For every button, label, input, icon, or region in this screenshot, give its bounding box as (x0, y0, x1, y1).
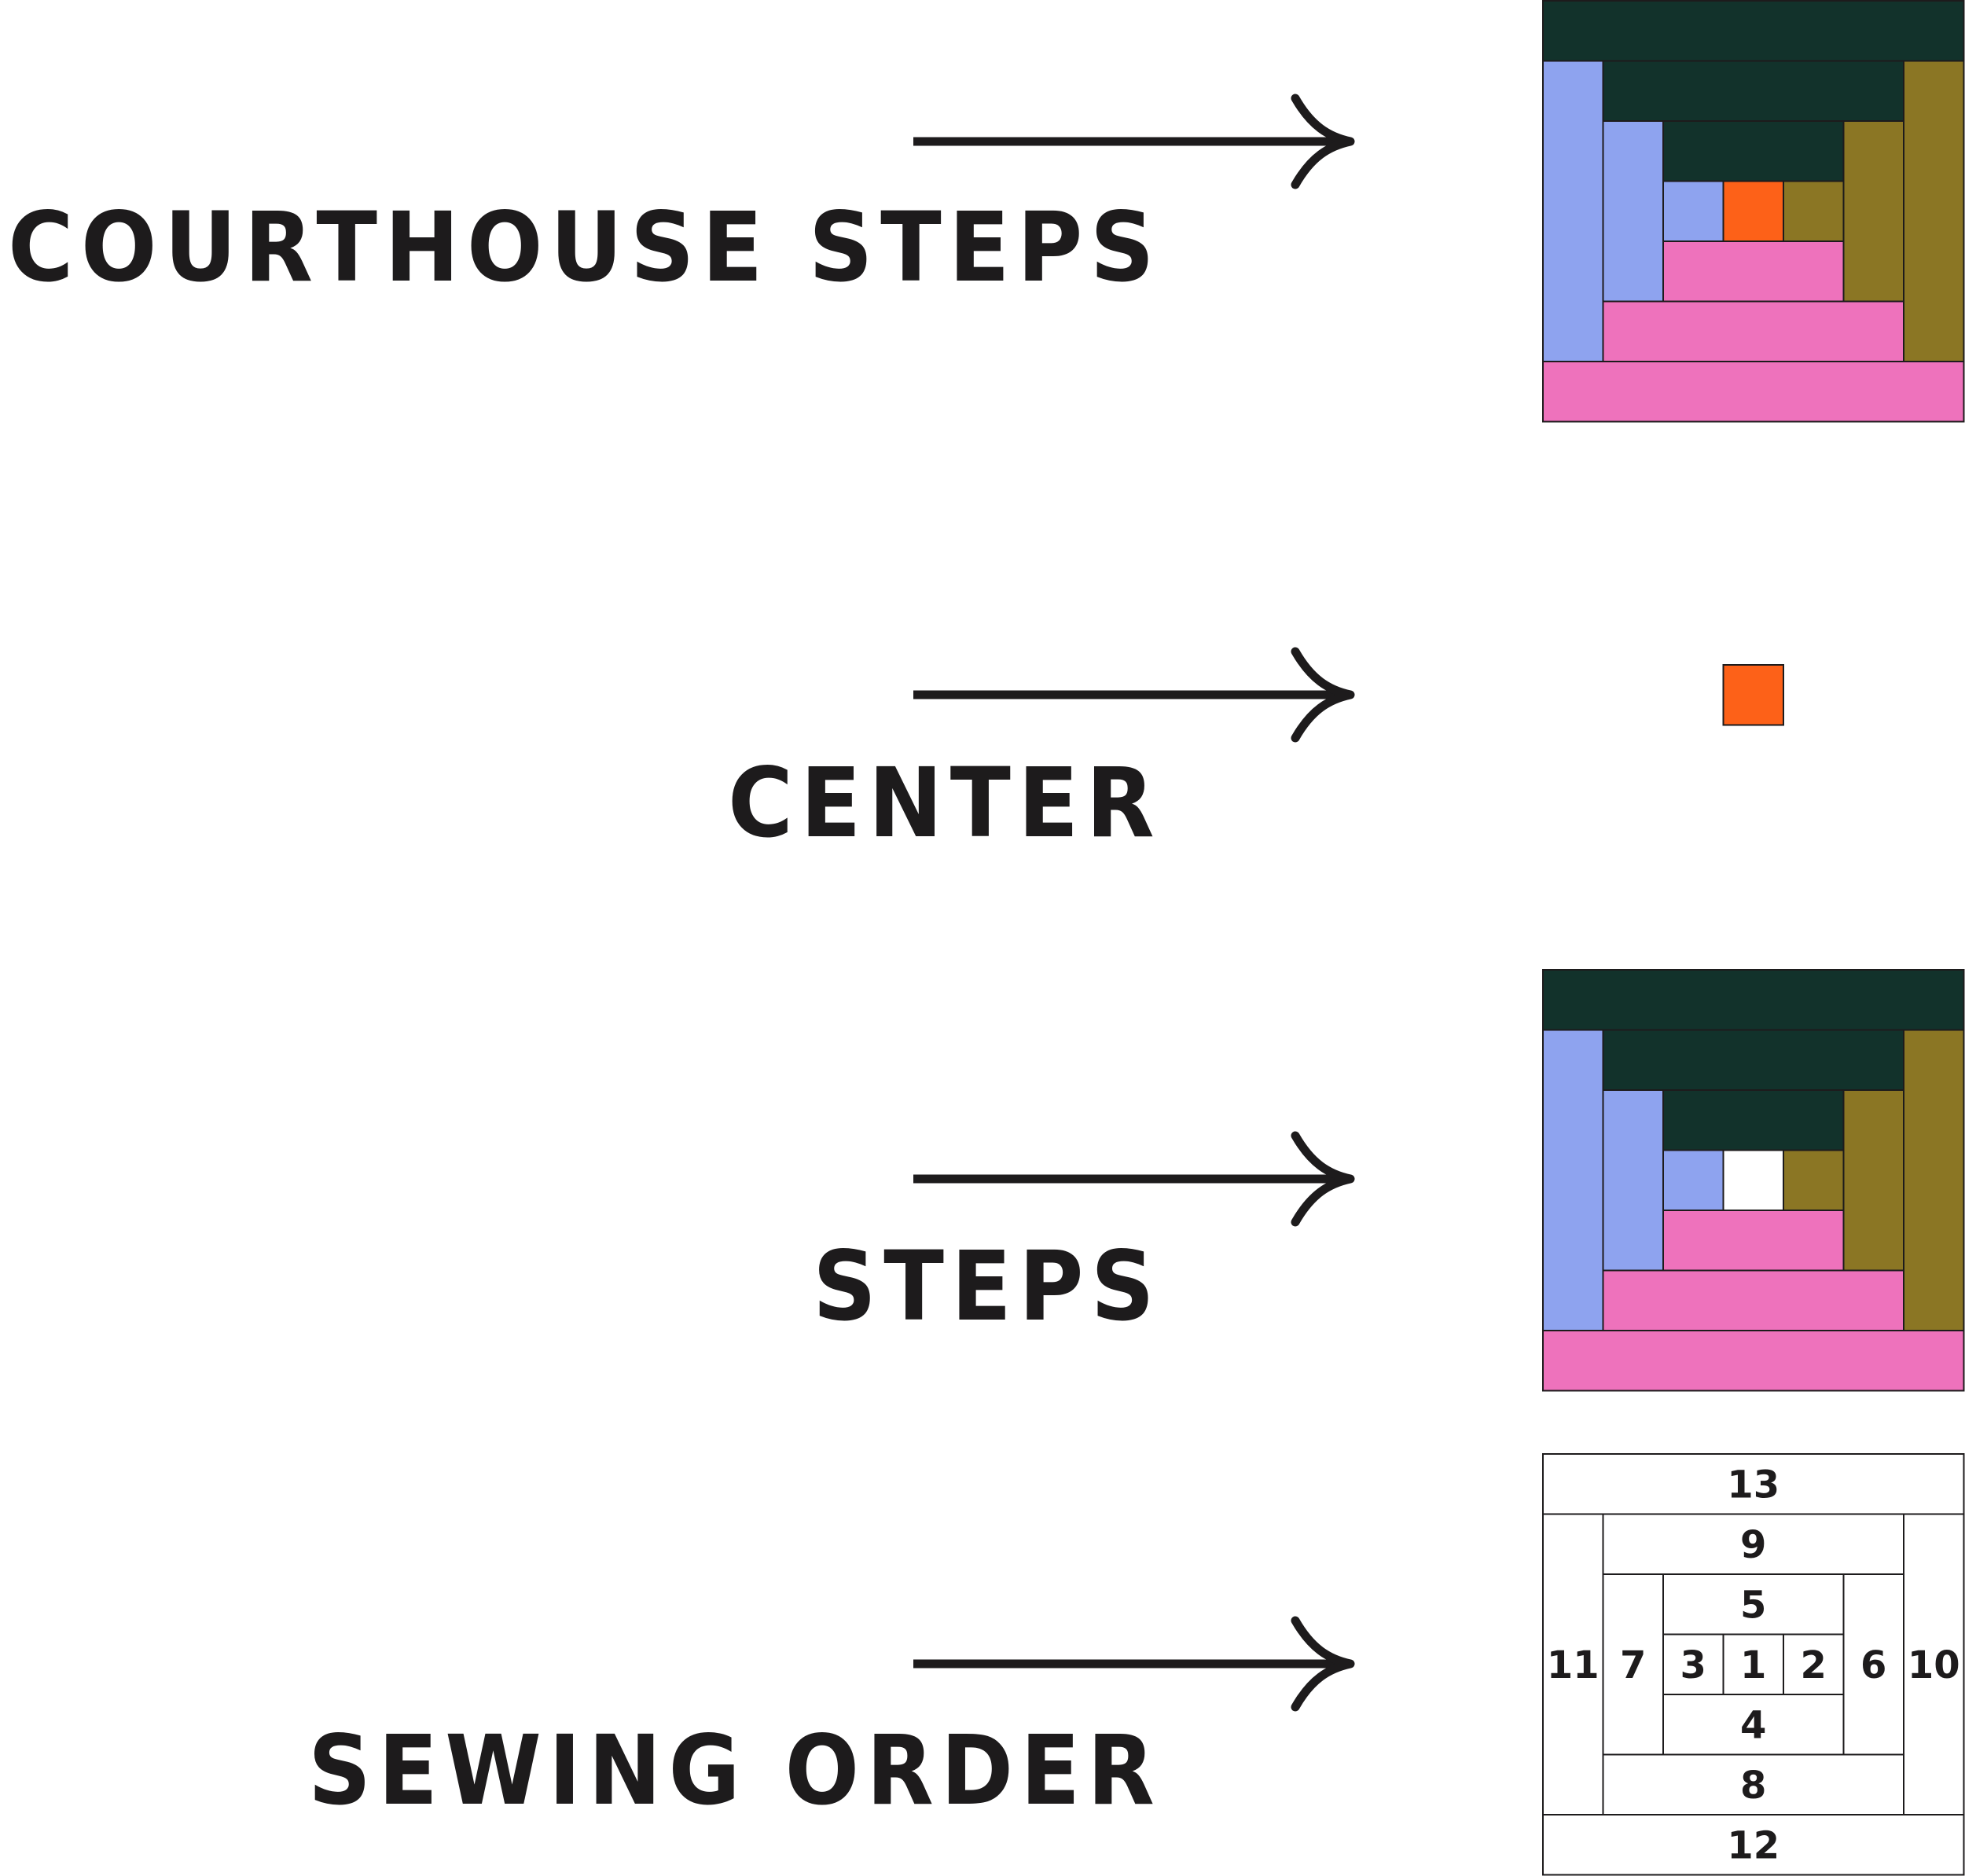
block-piece-8 (1602, 300, 1904, 362)
block-piece-12 (1542, 1330, 1965, 1392)
block-piece-4 (1662, 1210, 1845, 1272)
block-piece-9 (1602, 1029, 1904, 1091)
block-piece-11 (1542, 1513, 1604, 1815)
block-piece-13 (1542, 1453, 1965, 1515)
block-piece-1 (1722, 664, 1784, 726)
block-piece-2 (1783, 180, 1845, 242)
block-piece-6 (1842, 120, 1904, 303)
sewing-order-number: 8 (1740, 1764, 1766, 1808)
label-courthouse-steps: COURTHOUSE STEPS (8, 192, 1162, 303)
sewing-order-number: 9 (1740, 1523, 1766, 1567)
block-piece-3 (1662, 1149, 1724, 1211)
sewing-order-number: 11 (1547, 1643, 1600, 1687)
block-piece-7 (1602, 120, 1664, 303)
block-piece-7 (1602, 1089, 1664, 1272)
label-sewing-order: SEWING ORDER (308, 1715, 1162, 1826)
arrow-steps (913, 1131, 1355, 1227)
steps-block (1542, 969, 1965, 1392)
sewing-order-number: 7 (1620, 1643, 1646, 1687)
sewing-order-number: 12 (1727, 1823, 1780, 1867)
block-piece-1 (1722, 180, 1784, 242)
sewing-order-number: 4 (1740, 1703, 1766, 1747)
block-piece-9 (1602, 1513, 1904, 1575)
block-piece-11 (1542, 60, 1604, 362)
sewing-order-number: 10 (1908, 1643, 1960, 1687)
block-piece-8 (1602, 1269, 1904, 1331)
block-piece-6 (1842, 1573, 1904, 1756)
block-piece-10 (1903, 60, 1965, 362)
arrow-sewing-order (913, 1616, 1355, 1712)
block-piece-13 (1542, 0, 1965, 62)
block-piece-10 (1903, 1029, 1965, 1331)
block-piece-5 (1662, 120, 1845, 182)
sewing-order-number: 1 (1740, 1643, 1766, 1687)
label-center: CENTER (728, 747, 1162, 859)
block-piece-7 (1602, 1573, 1664, 1756)
sewing-order-number: 2 (1801, 1643, 1827, 1687)
block-piece-5 (1662, 1089, 1845, 1151)
block-piece-13 (1542, 969, 1965, 1031)
sewing-order-number: 5 (1740, 1583, 1766, 1627)
center-block (1722, 664, 1784, 726)
block-piece-11 (1542, 1029, 1604, 1331)
sewing-order-number: 3 (1680, 1643, 1706, 1687)
block-piece-9 (1602, 60, 1904, 122)
block-piece-6 (1842, 1089, 1904, 1272)
block-piece-12 (1542, 361, 1965, 423)
block-piece-2 (1783, 1149, 1845, 1211)
label-steps: STEPS (813, 1231, 1162, 1342)
courthouse-steps-block (1542, 0, 1965, 423)
block-piece-1 (1722, 1149, 1784, 1211)
block-piece-12 (1542, 1814, 1965, 1876)
block-piece-3 (1662, 180, 1724, 242)
sewing-order-number: 13 (1727, 1463, 1780, 1507)
sewing-order-number: 6 (1860, 1643, 1886, 1687)
block-piece-1 (1722, 1633, 1784, 1695)
block-piece-4 (1662, 240, 1845, 303)
arrow-center (913, 647, 1355, 743)
arrow-courthouse-steps (913, 94, 1355, 189)
